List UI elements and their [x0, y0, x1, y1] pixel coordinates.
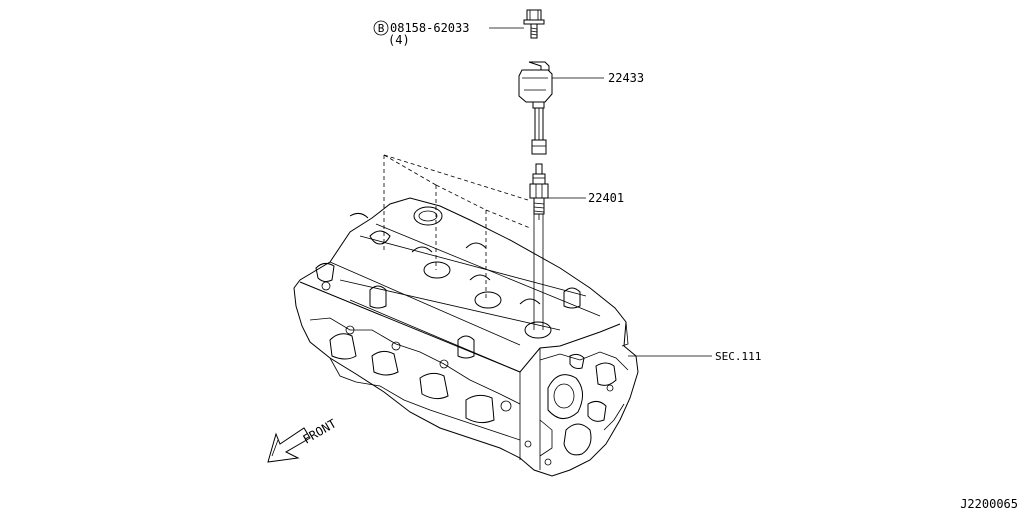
- spark-plug-part-number: 22401: [588, 191, 624, 205]
- bolt-marker-letter: B: [378, 22, 385, 35]
- spark-plug-part: [529, 163, 549, 220]
- front-arrow-icon: [267, 427, 311, 463]
- bolt-marker-circle: [373, 20, 389, 36]
- bolt-part: [523, 9, 545, 39]
- diagram-id: J2200065: [960, 497, 1018, 511]
- bolt-quantity: (4): [388, 33, 410, 47]
- cylinder-head-part: [293, 197, 639, 477]
- bolt-part-number: 08158-62033: [390, 21, 469, 35]
- ignition-coil-part: [518, 61, 553, 155]
- cylinder-head-section-ref: SEC.111: [715, 350, 761, 363]
- front-label: FRONT: [301, 416, 339, 446]
- ignition-coil-part-number: 22433: [608, 71, 644, 85]
- bolt-callout: B 08158-62033 (4): [373, 20, 469, 47]
